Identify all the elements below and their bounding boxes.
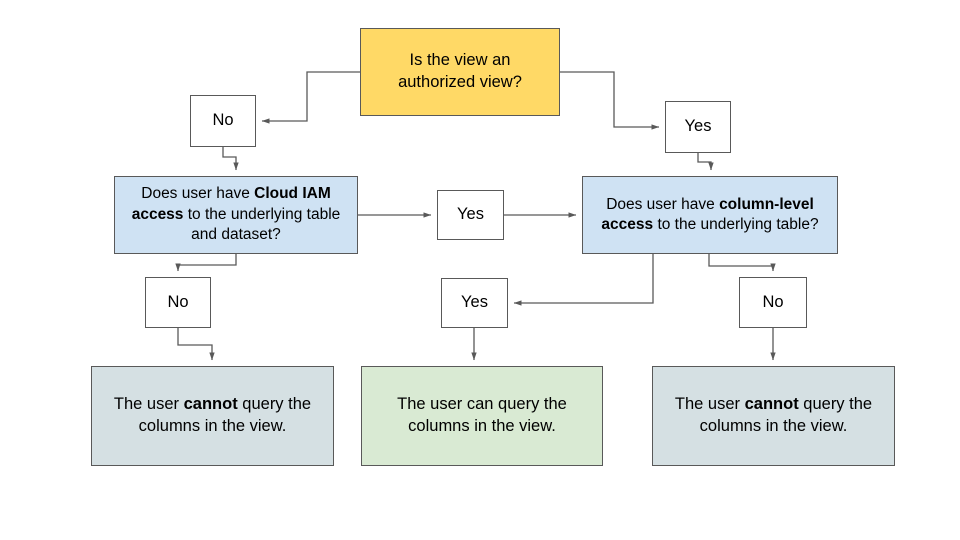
answer-no-authorized-view[interactable]: No [190, 95, 256, 147]
edge-column-level-to-yes [513, 254, 654, 306]
result-cannot-query-left-label: The user cannot query the columns in the… [113, 395, 312, 435]
answer-no-cloud-iam-label: No [167, 292, 189, 311]
result-can-query-middle-label: The user can query the columns in the vi… [397, 395, 567, 435]
question-authorized-view[interactable]: Is the view an authorized view? [360, 28, 560, 116]
answer-yes-cloud-iam[interactable]: Yes [437, 190, 504, 240]
edge-no-to-cloud-iam [222, 147, 239, 171]
result-cannot-query-right-label: The user cannot query the columns in the… [674, 395, 873, 435]
edge-cloud-iam-to-no [175, 254, 237, 272]
answer-no-column-level[interactable]: No [739, 277, 807, 328]
edge-yes-to-column-level [697, 153, 714, 171]
question-cloud-iam-access-label: Does user have Cloud IAM access to the u… [131, 185, 341, 244]
edge-no-to-result-left [177, 328, 215, 361]
question-authorized-view-label: Is the view an authorized view? [398, 51, 522, 91]
result-can-query-middle: The user can query the columns in the vi… [361, 366, 603, 466]
edge-authorized-view-to-yes [560, 71, 660, 130]
result-cannot-query-left: The user cannot query the columns in the… [91, 366, 334, 466]
question-column-level-access[interactable]: Does user have column-level access to th… [582, 176, 838, 254]
answer-yes-column-level-label: Yes [461, 293, 488, 312]
answer-no-cloud-iam[interactable]: No [145, 277, 211, 328]
answer-no-authorized-view-label: No [212, 111, 234, 130]
answer-yes-cloud-iam-label: Yes [457, 205, 484, 224]
question-cloud-iam-access[interactable]: Does user have Cloud IAM access to the u… [114, 176, 358, 254]
answer-no-column-level-label: No [762, 292, 784, 311]
edge-column-level-to-no [708, 254, 776, 272]
answer-yes-column-level[interactable]: Yes [441, 278, 508, 328]
result-cannot-query-right: The user cannot query the columns in the… [652, 366, 895, 466]
question-column-level-access-label: Does user have column-level access to th… [601, 195, 819, 233]
answer-yes-authorized-view-label: Yes [684, 117, 712, 136]
answer-yes-authorized-view[interactable]: Yes [665, 101, 731, 153]
edge-authorized-view-to-no [261, 71, 360, 124]
